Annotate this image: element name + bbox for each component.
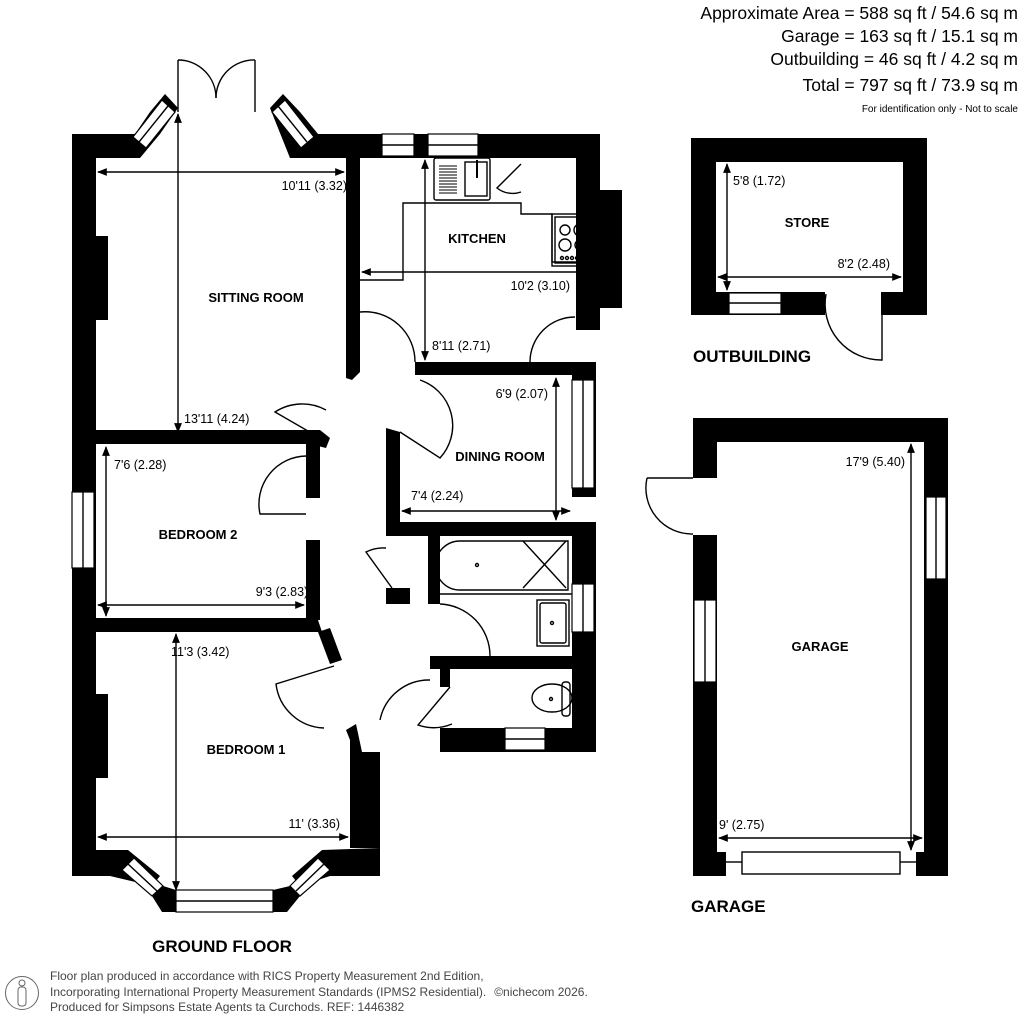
hob-icon — [551, 213, 597, 267]
outbuilding-plan: STORE 5'8 (1.72) 8'2 (2.48) OUTBUILDING — [691, 138, 927, 366]
bedroom-2-length: 7'6 (2.28) — [114, 458, 166, 472]
dining-room-label: DINING ROOM — [455, 449, 545, 464]
footer-text: Floor plan produced in accordance with R… — [50, 969, 588, 1016]
kitchen-length: 8'11 (2.71) — [432, 339, 490, 353]
bay-window-right — [271, 99, 315, 149]
sitting-room-length: 13'11 (4.24) — [184, 412, 249, 426]
store-label: STORE — [785, 215, 830, 230]
garage-door — [726, 851, 916, 875]
toilet-icon — [531, 681, 573, 717]
footer-line-2: Incorporating International Property Mea… — [50, 984, 487, 999]
footer: Floor plan produced in accordance with R… — [0, 968, 700, 1018]
garage-area: Garage = 163 sq ft / 15.1 sq m — [781, 26, 1018, 46]
outbuilding-label: OUTBUILDING — [693, 347, 811, 366]
person-icon — [5, 976, 39, 1010]
garage-width: 9' (2.75) — [719, 818, 764, 832]
dimension-lines — [97, 113, 593, 891]
french-doors — [177, 59, 256, 112]
kitchen-worktop — [360, 157, 597, 281]
bedroom-1-width: 11' (3.36) — [289, 817, 341, 831]
bedroom-1-length: 11'3 (3.42) — [171, 645, 229, 659]
copyright: ©nichecom 2026. — [494, 984, 588, 999]
ground-floor-plan: SITTING ROOM 10'11 (3.32) 13'11 (4.24) K… — [71, 59, 622, 956]
kitchen-width: 10'2 (3.10) — [511, 279, 570, 293]
area-summary: Approximate Area = 588 sq ft / 54.6 sq m… — [700, 2, 1018, 115]
garage-label: GARAGE — [691, 897, 766, 916]
footer-line-1: Floor plan produced in accordance with R… — [50, 969, 484, 983]
basin-icon — [536, 599, 570, 647]
bath-icon — [434, 540, 572, 595]
garage-room-label: GARAGE — [791, 639, 848, 654]
footer-line-3: Produced for Simpsons Estate Agents ta C… — [50, 1000, 405, 1014]
bedroom-2-width: 9'3 (2.83) — [256, 585, 308, 599]
bay-window-bedroom1 — [121, 857, 331, 913]
store-width: 8'2 (2.48) — [838, 257, 890, 271]
approximate-area: Approximate Area = 588 sq ft / 54.6 sq m — [700, 3, 1018, 23]
scale-disclaimer: For identification only - Not to scale — [861, 104, 1018, 115]
bedroom-1-label: BEDROOM 1 — [207, 742, 286, 757]
sitting-room-label: SITTING ROOM — [208, 290, 303, 305]
outbuilding-area: Outbuilding = 46 sq ft / 4.2 sq m — [770, 49, 1018, 69]
total-area: Total = 797 sq ft / 73.9 sq m — [802, 75, 1018, 95]
interior-doors — [258, 311, 576, 729]
garage-plan: GARAGE 17'9 (5.40) 9' (2.75) GARAGE — [645, 418, 948, 916]
dining-room-length: 6'9 (2.07) — [496, 387, 548, 401]
sink-icon — [439, 160, 488, 197]
kitchen-label: KITCHEN — [448, 231, 506, 246]
bay-window-left — [132, 99, 176, 149]
garage-length: 17'9 (5.40) — [846, 455, 905, 469]
ground-floor-label: GROUND FLOOR — [152, 937, 292, 956]
bedroom-2-label: BEDROOM 2 — [159, 527, 238, 542]
store-length: 5'8 (1.72) — [733, 174, 785, 188]
dining-room-width: 7'4 (2.24) — [411, 489, 463, 503]
sitting-room-width: 10'11 (3.32) — [282, 179, 347, 193]
